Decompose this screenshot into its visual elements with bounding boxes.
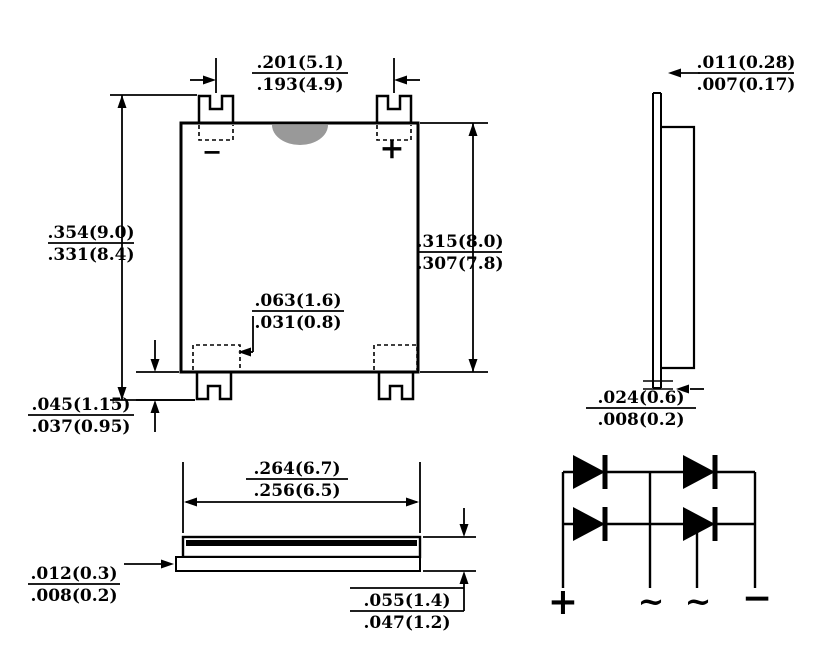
dim-body-min: .307(7.8): [416, 254, 503, 274]
dim-pad: .063(1.6) .031(0.8): [238, 291, 344, 357]
terminal-positive-label: +: [548, 581, 578, 623]
dim-standoff: .024(0.6) .008(0.2): [586, 380, 704, 430]
lead-plate: [175, 556, 421, 572]
diode-4: [683, 507, 718, 541]
dim-overall-min: .331(8.4): [47, 245, 134, 265]
dim-body-max: .315(8.0): [416, 232, 503, 252]
arrowhead: [459, 524, 469, 537]
package-body-outline: [179, 121, 420, 374]
dim-standoff-max: .024(0.6): [597, 388, 684, 408]
dim-tab-pitch-min: .193(4.9): [256, 75, 343, 95]
front-view: − + .201(5.1) .193(4.9) .354(9.0) .331(8…: [28, 53, 504, 437]
dim-lead-min: .007(0.17): [697, 75, 796, 95]
bottom-left-tab: [195, 372, 233, 401]
dim-body-width: .264(6.7) .256(6.5): [182, 459, 421, 533]
arrowhead: [406, 497, 419, 507]
hidden-pad-bottom-left: [192, 344, 241, 370]
arrowhead: [468, 123, 478, 136]
dim-tab-length: .045(1.15) .037(0.95): [28, 340, 195, 437]
arrowhead: [150, 359, 160, 372]
arrowhead: [161, 559, 174, 569]
arrowhead: [668, 68, 681, 78]
dim-pad-min: .031(0.8): [254, 313, 341, 333]
hidden-pad-top-right: [376, 125, 412, 141]
dim-body-height: .315(8.0) .307(7.8): [416, 122, 504, 373]
arrowhead: [468, 359, 478, 372]
arrowhead: [394, 75, 407, 85]
arrowhead: [117, 387, 127, 400]
terminal-ac2-label: ~: [685, 582, 712, 620]
dim-standoff-min: .008(0.2): [597, 410, 684, 430]
top-right-tab: [375, 94, 413, 123]
dim-lead-plate-min: .008(0.2): [30, 586, 117, 606]
arrowhead: [238, 347, 251, 357]
dim-tab-max: .045(1.15): [32, 395, 131, 415]
dim-tab-pitch-max: .201(5.1): [256, 53, 343, 73]
dim-total-height: .055(1.4) .047(1.2): [350, 508, 476, 633]
dim-lead-max: .011(0.28): [697, 53, 796, 73]
dim-lead-plate: .012(0.3) .008(0.2): [28, 559, 174, 606]
arrowhead: [203, 75, 216, 85]
dim-lead-plate-max: .012(0.3): [30, 564, 117, 584]
dim-pad-max: .063(1.6): [254, 291, 341, 311]
diode-2: [683, 455, 718, 489]
bridge-schematic: + ~ ~ −: [548, 455, 772, 623]
index-notch: [272, 125, 328, 145]
minus-mark: −: [202, 137, 222, 166]
dim-tab-pitch: .201(5.1) .193(4.9): [190, 53, 420, 95]
body-profile: [661, 125, 696, 370]
dim-width-max: .264(6.7): [253, 459, 340, 479]
dim-tab-min: .037(0.95): [32, 417, 131, 437]
diode-3: [573, 507, 608, 541]
arrowhead: [459, 571, 469, 584]
dim-overall-max: .354(9.0): [47, 223, 134, 243]
arrowhead: [184, 497, 197, 507]
dim-height-max: .055(1.4): [363, 591, 450, 611]
side-view: .011(0.28) .007(0.17) .024(0.6) .008(0.2…: [586, 53, 795, 430]
bottom-right-tab: [377, 372, 415, 401]
dim-height-min: .047(1.2): [363, 613, 450, 633]
arrowhead: [676, 384, 689, 394]
plus-mark: +: [379, 131, 404, 166]
dim-width-min: .256(6.5): [253, 481, 340, 501]
terminal-ac1-label: ~: [638, 582, 665, 620]
slug-band: [186, 540, 417, 546]
diode-1: [573, 455, 608, 489]
arrowhead: [150, 400, 160, 413]
dim-overall-height: .354(9.0) .331(8.4): [47, 94, 197, 401]
top-left-tab: [197, 94, 235, 123]
hidden-pad-bottom-right: [373, 344, 418, 370]
dim-lead-thickness: .011(0.28) .007(0.17): [668, 53, 795, 95]
arrowhead: [117, 95, 127, 108]
hidden-pad-top-left: [198, 125, 234, 141]
terminal-negative-label: −: [742, 577, 772, 619]
bottom-view: .264(6.7) .256(6.5) .012(0.3) .008(0.2) …: [28, 459, 476, 633]
